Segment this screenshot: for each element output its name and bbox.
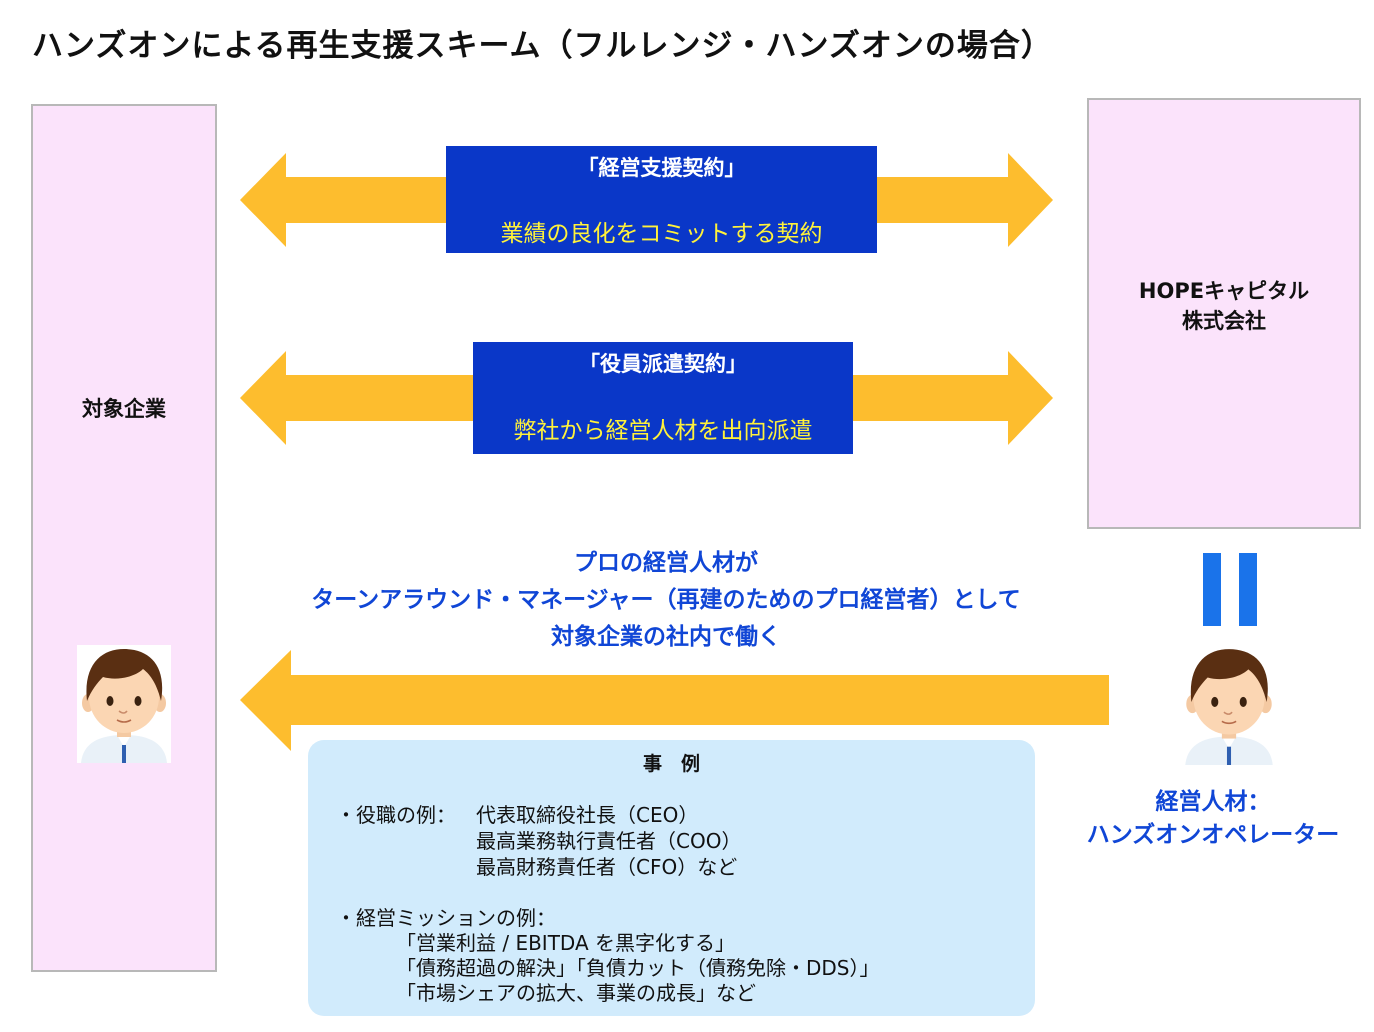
role-example: 最高業務執行責任者（COO）: [476, 829, 742, 853]
role-example: 代表取締役社長（CEO）: [476, 803, 699, 827]
hope-capital-name: HOPEキャピタル 株式会社: [1089, 276, 1359, 336]
page-title: ハンズオンによる再生支援スキーム（フルレンジ・ハンズオンの場合）: [32, 28, 1053, 64]
contract-description: 業績の良化をコミットする契約: [500, 221, 823, 247]
role-example: 最高財務責任者（CFO）など: [476, 855, 738, 879]
contract-description: 弊社から経営人材を出向派遣: [513, 418, 813, 444]
turnaround-line-1: プロの経営人材が: [574, 550, 758, 576]
case-examples-box: 事 例 ・役職の例： 代表取締役社長（CEO） 最高業務執行責任者（COO） 最…: [308, 740, 1035, 1016]
contract-name: 「経営支援契約」: [577, 156, 746, 180]
turnaround-line-3: 対象企業の社内で働く: [551, 624, 781, 650]
role-examples-label: ・役職の例：: [336, 803, 456, 827]
operator-label-line1: 経営人材：: [1155, 789, 1271, 815]
turnaround-description: プロの経営人材が ターンアラウンド・マネージャー（再建のためのプロ経営者）として…: [200, 545, 1132, 656]
target-company-label: 対象企業: [82, 397, 166, 421]
hope-capital-line2: 株式会社: [1182, 309, 1266, 333]
mission-example: 「市場シェアの拡大、事業の成長」など: [396, 981, 756, 1005]
equals-bar-right: [1239, 553, 1257, 626]
mission-example: 「債務超過の解決」「負債カット（債務免除・DDS）」: [396, 956, 880, 980]
target-company-box: 対象企業: [31, 104, 217, 972]
turnaround-line-2: ターンアラウンド・マネージャー（再建のためのプロ経営者）として: [311, 587, 1021, 613]
contract-box-management-support: 「経営支援契約」 業績の良化をコミットする契約: [446, 146, 877, 253]
person-icon-company: [77, 645, 171, 763]
contract-box-officer-dispatch: 「役員派遣契約」 弊社から経営人材を出向派遣: [473, 342, 853, 454]
operator-label-line2: ハンズオンオペレーター: [1086, 822, 1340, 848]
mission-example: 「営業利益 / EBITDA を黒字化する」: [396, 931, 736, 955]
operator-label: 経営人材： ハンズオンオペレーター: [1052, 786, 1374, 852]
hope-capital-line1: HOPEキャピタル: [1138, 279, 1310, 303]
arrow-operator-to-company: [240, 650, 1109, 751]
hope-capital-box: HOPEキャピタル 株式会社: [1087, 98, 1361, 529]
equals-bar-left: [1203, 553, 1221, 626]
case-examples-heading: 事 例: [642, 753, 700, 775]
mission-examples-label: ・経営ミッションの例：: [336, 906, 556, 930]
contract-name: 「役員派遣契約」: [579, 352, 747, 376]
person-icon-operator: [1181, 645, 1277, 765]
